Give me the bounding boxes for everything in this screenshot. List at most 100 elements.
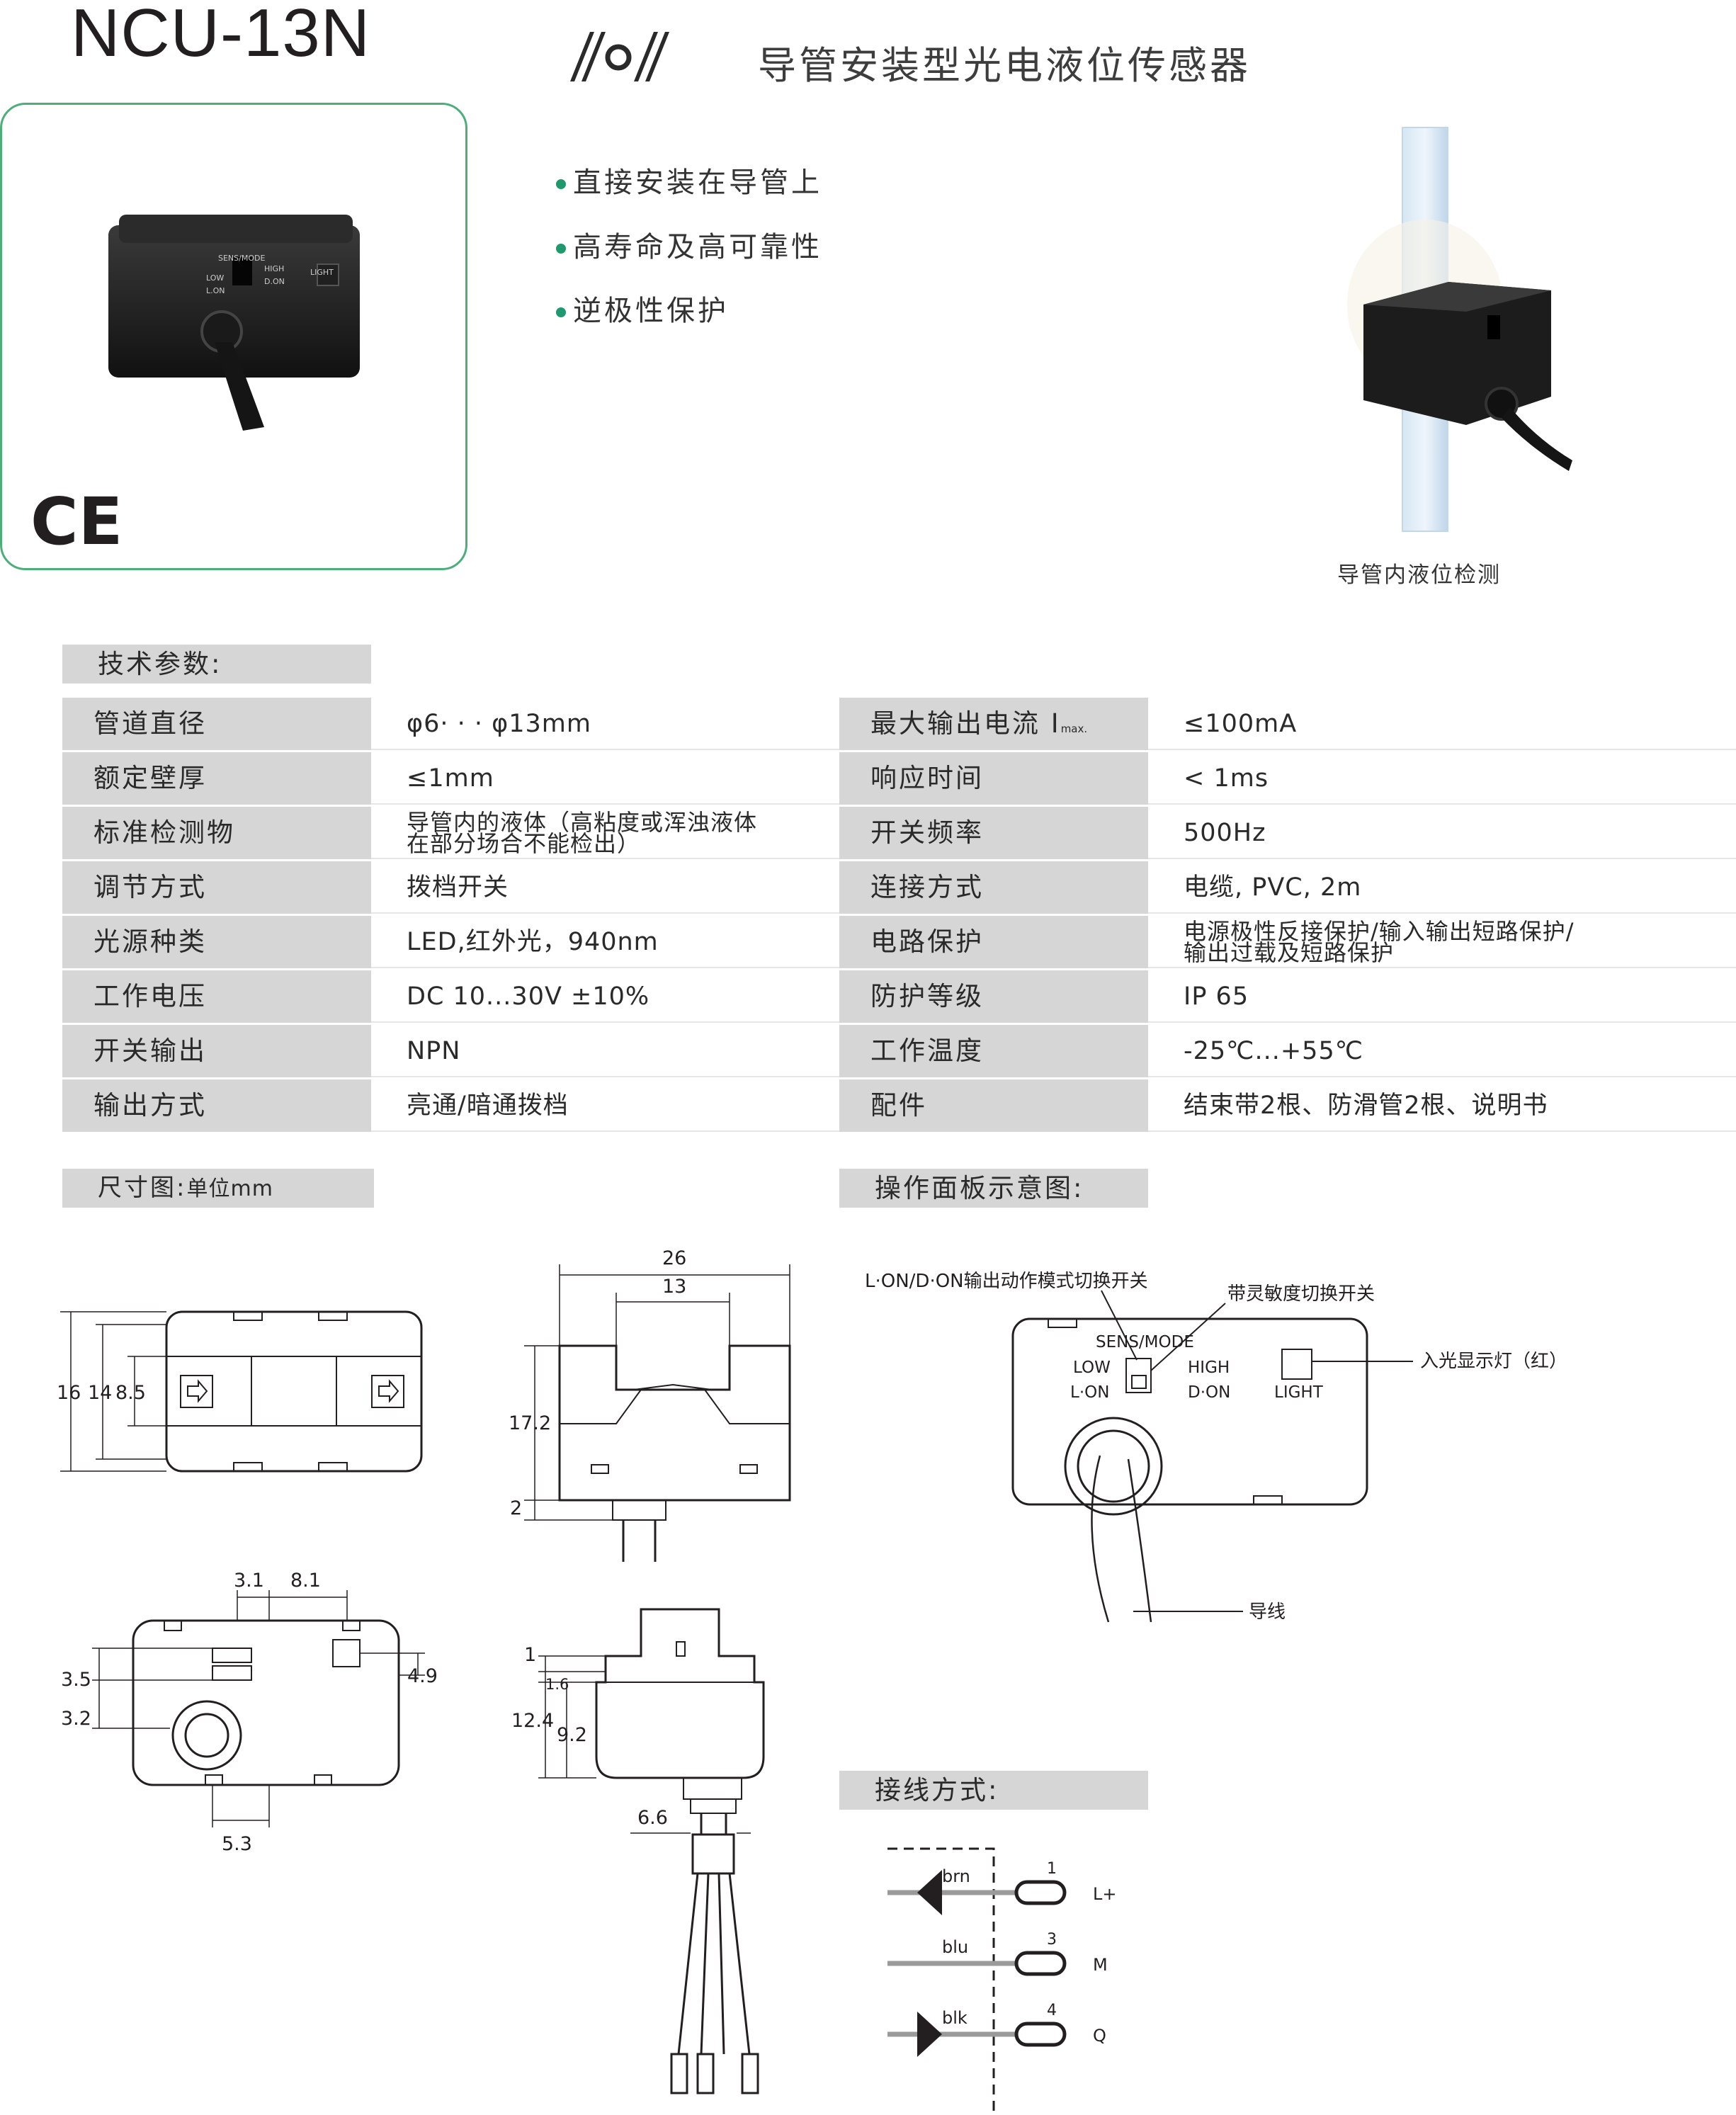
spec-label: 输出方式	[62, 1079, 371, 1132]
wire-pin-label: 1	[1047, 1860, 1057, 1878]
panel-mode-switch-label: L·ON/D·ON输出动作模式切换开关	[865, 1271, 1148, 1292]
spec-label: 工作电压	[62, 970, 371, 1023]
spec-label: 开关输出	[62, 1025, 371, 1077]
spec-value-right: 电缆, PVC, 2m	[1184, 873, 1362, 902]
wire-color-label: brn	[942, 1866, 970, 1886]
feature-item-1: 直接安装在导管上	[556, 159, 822, 200]
table-row: 标准检测物 导管内的液体（高粘度或浑浊液体 在部分场合不能检出） 开关频率 50…	[62, 807, 1736, 859]
spec-label-right: 响应时间	[839, 752, 1148, 805]
panel-lon: L·ON	[1070, 1383, 1109, 1402]
photo-lon: L.ON	[206, 286, 225, 295]
front-view-drawing	[92, 1590, 425, 1827]
wire-signal-label: L+	[1093, 1884, 1116, 1904]
spec-value-right: < 1ms	[1184, 764, 1269, 793]
wave-circle-logo-icon	[570, 32, 669, 81]
dim-top-14: 14	[88, 1382, 112, 1404]
spec-label: 额定壁厚	[62, 752, 371, 805]
panel-high: HIGH	[1188, 1359, 1230, 1377]
spec-value: DC 10...30V ±10%	[407, 982, 650, 1011]
spec-label-right: 最大输出电流 Imax.	[839, 698, 1148, 750]
panel-don: D·ON	[1188, 1383, 1230, 1402]
dim-end-16: 1.6	[545, 1676, 569, 1693]
end-view-drawing	[538, 1608, 765, 2094]
panel-diagram: L·ON/D·ON输出动作模式切换开关 带灵敏度切换开关 入光显示灯（红） SE…	[865, 1271, 1567, 1623]
spec-label: 调节方式	[62, 861, 371, 914]
tube-mount-photo	[1347, 127, 1572, 532]
photo-high: HIGH	[264, 264, 284, 273]
panel-sens-mode: SENS/MODE	[1096, 1333, 1194, 1351]
spec-label-right: 配件	[839, 1079, 1148, 1132]
dim-end-66: 6.6	[637, 1807, 668, 1829]
dim-top-16: 16	[57, 1382, 81, 1404]
dim-side-26: 26	[662, 1247, 686, 1269]
panel-sens-switch-label: 带灵敏度切换开关	[1227, 1283, 1375, 1305]
table-row: 调节方式 拨档开关 连接方式 电缆, PVC, 2m	[62, 861, 1736, 914]
photo-don: D.ON	[264, 277, 285, 286]
wire-signal-label: Q	[1093, 2026, 1106, 2046]
spec-label: 光源种类	[62, 916, 371, 968]
spec-label-right: 工作温度	[839, 1025, 1148, 1077]
wire-blk	[887, 2012, 1067, 2057]
bullet-icon	[556, 244, 566, 254]
panel-section-title: 操作面板示意图:	[839, 1169, 1148, 1208]
feature-item-3: 逆极性保护	[556, 288, 729, 329]
tube-photo-caption: 导管内液位检测	[1337, 562, 1501, 588]
spec-label: 管道直径	[62, 698, 371, 750]
table-row: 额定壁厚 ≤1mm 响应时间 < 1ms	[62, 752, 1736, 805]
wire-color-label: blk	[942, 2008, 968, 2028]
photo-low: LOW	[206, 273, 224, 283]
dim-end-1: 1	[524, 1644, 536, 1666]
dimension-drawings: 16 14 8.5 26 13 17.2 2	[57, 1247, 791, 2094]
dim-end-92: 9.2	[557, 1724, 587, 1746]
dim-front-32: 3.2	[61, 1708, 91, 1730]
panel-light-indicator-label: 入光显示灯（红）	[1420, 1351, 1567, 1372]
bullet-icon	[556, 307, 566, 317]
wiring-section-title: 接线方式:	[839, 1771, 1148, 1810]
spec-value: NPN	[407, 1037, 461, 1065]
bullet-icon	[556, 179, 566, 189]
ce-mark: CE	[30, 484, 123, 560]
dim-side-2: 2	[510, 1497, 522, 1519]
table-row: 管道直径 φ6· · · φ13mm 最大输出电流 Imax. ≤100mA	[62, 698, 1736, 750]
dim-front-81: 8.1	[290, 1570, 321, 1592]
table-row: 输出方式 亮通/暗通拨档 配件 结束带2根、防滑管2根、说明书	[62, 1079, 1736, 1132]
wire-blu	[887, 1951, 1067, 1976]
specs-section-title: 技术参数:	[62, 645, 371, 684]
spec-label: 标准检测物	[62, 807, 371, 859]
wire-brn	[887, 1870, 1067, 1915]
spec-value-right: IP 65	[1184, 982, 1249, 1011]
dim-side-13: 13	[662, 1276, 686, 1298]
spec-value: 拨档开关	[407, 873, 509, 902]
spec-value: φ6· · · φ13mm	[407, 710, 591, 738]
dim-front-31: 3.1	[234, 1570, 264, 1592]
panel-light: LIGHT	[1274, 1383, 1324, 1402]
spec-value-right: 500Hz	[1184, 819, 1266, 847]
wire-pin-label: 4	[1047, 2002, 1057, 2019]
wire-pin-label: 3	[1047, 1931, 1057, 1949]
dim-front-53: 5.3	[222, 1833, 252, 1855]
product-photo: SENS/MODE LOW L.ON HIGH D.ON LIGHT CE	[30, 215, 360, 560]
spec-label-right: 开关频率	[839, 807, 1148, 859]
spec-label-right: 连接方式	[839, 861, 1148, 914]
spec-value-right: -25℃...+55℃	[1184, 1037, 1364, 1065]
panel-wire-label: 导线	[1249, 1601, 1286, 1623]
spec-value: LED,红外光，940nm	[407, 928, 659, 956]
spec-value: 亮通/暗通拨档	[407, 1091, 569, 1120]
top-view-drawing	[60, 1310, 423, 1473]
spec-value-right: 结束带2根、防滑管2根、说明书	[1184, 1091, 1548, 1120]
spec-value: 导管内的液体（高粘度或浑浊液体 在部分场合不能检出）	[407, 809, 758, 857]
table-row: 开关输出 NPN 工作温度 -25℃...+55℃	[62, 1025, 1736, 1077]
dim-side-172: 17.2	[509, 1412, 551, 1434]
spec-value-right: 电源极性反接保护/输入输出短路保护/ 输出过载及短路保护	[1184, 918, 1575, 966]
table-row: 工作电压 DC 10...30V ±10% 防护等级 IP 65	[62, 970, 1736, 1023]
dim-top-85: 8.5	[115, 1382, 146, 1404]
dimensions-section-title: 尺寸图:单位mm	[62, 1169, 374, 1208]
wire-color-label: blu	[942, 1937, 968, 1957]
table-row: 光源种类 LED,红外光，940nm 电路保护 电源极性反接保护/输入输出短路保…	[62, 916, 1736, 968]
dim-front-49: 4.9	[407, 1665, 438, 1687]
model-title: NCU-13N	[71, 0, 371, 71]
panel-low: LOW	[1073, 1359, 1111, 1377]
spec-label-right: 防护等级	[839, 970, 1148, 1023]
photo-light: LIGHT	[310, 268, 334, 277]
wiring-diagram: brn blu blk 1 3 4 L+ M Q	[887, 1847, 1116, 2115]
